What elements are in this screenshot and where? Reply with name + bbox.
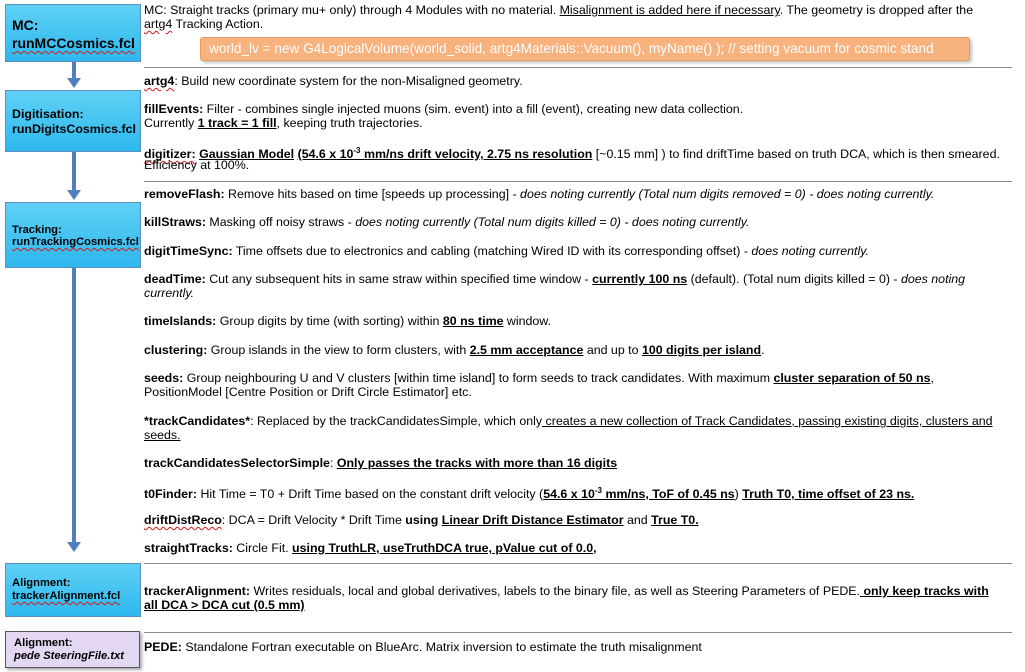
flow-arrowhead-tracking bbox=[67, 190, 81, 200]
killstraws-step: killStraws: Masking off noisy straws - d… bbox=[144, 215, 750, 229]
pede-step: PEDE: Standalone Fortran executable on B… bbox=[144, 640, 702, 654]
flow-arrowhead-digits bbox=[67, 78, 81, 88]
flow-arrowhead-alignment bbox=[67, 542, 81, 552]
stage-box-tracking: Tracking: runTrackingCosmics.fcl bbox=[5, 202, 141, 268]
stage-digitisation-label: Digitisation: bbox=[12, 107, 84, 121]
separator-tracking bbox=[144, 563, 1012, 564]
stage-digitisation-file: runDigitsCosmics.fcl bbox=[12, 122, 136, 136]
flow-arrow-digits-tracking bbox=[72, 152, 76, 192]
separator-alignment bbox=[144, 632, 1012, 633]
digittimesync-step: digitTimeSync: Time offsets due to elect… bbox=[144, 244, 869, 258]
digitizer-step-line2: Efficiency at 100%. bbox=[144, 158, 250, 172]
fillevents-step-line2: Currently 1 track = 1 fill, keeping trut… bbox=[144, 116, 423, 130]
stage-mc-file: runMCCosmics.fcl bbox=[12, 35, 135, 51]
deadtime-step: deadTime: Cut any subsequent hits in sam… bbox=[144, 272, 966, 286]
seeds-step: seeds: Group neighbouring U and V cluste… bbox=[144, 371, 934, 385]
trackeralignment-step-line2: all DCA > DCA cut (0.5 mm) bbox=[144, 598, 305, 612]
timeislands-step: timeIslands: Group digits by time (with … bbox=[144, 314, 552, 328]
stage-pede-file: pede SteeringFile.txt bbox=[14, 650, 125, 662]
stage-box-mc: MC: runMCCosmics.fcl bbox=[5, 4, 141, 62]
stage-tracking-file: runTrackingCosmics.fcl bbox=[12, 236, 139, 248]
stage-mc-label: MC: bbox=[12, 17, 39, 33]
mc-description: MC: Straight tracks (primary mu+ only) t… bbox=[144, 3, 974, 17]
straighttracks-step: straightTracks: Circle Fit. using TruthL… bbox=[144, 541, 597, 555]
driftdistreco-step: driftDistReco: DCA = Drift Velocity * Dr… bbox=[144, 513, 699, 527]
trackcandidates-step: *trackCandidates*: Replaced by the track… bbox=[144, 414, 993, 428]
trackeralignment-step: trackerAlignment: Writes residuals, loca… bbox=[144, 584, 989, 598]
stage-pede-label: Alignment: bbox=[14, 637, 73, 649]
misalignment-note: Misalignment is added here if necessary bbox=[559, 3, 780, 17]
artg4-step: artg4: Build new coordinate system for t… bbox=[144, 74, 523, 88]
stage-box-alignment: Alignment: trackerAlignment.fcl bbox=[5, 563, 141, 617]
stage-tracking-label: Tracking: bbox=[12, 224, 62, 236]
seeds-step-line2: PositionModel [Centre Position or Drift … bbox=[144, 385, 472, 399]
stage-alignment-label: Alignment: bbox=[12, 577, 71, 589]
deadtime-step-line2: currently. bbox=[144, 286, 195, 300]
separator-mc bbox=[144, 67, 1012, 68]
separator-digits bbox=[144, 181, 1012, 182]
clustering-step: clustering: Group islands in the view to… bbox=[144, 343, 765, 357]
flow-arrow-mc-digits bbox=[72, 62, 76, 80]
digitizer-step: digitizer: Gaussian Model (54.6 x 10-3 m… bbox=[144, 146, 1000, 162]
fillevents-step: fillEvents: Filter - combines single inj… bbox=[144, 102, 744, 116]
stage-box-pede: Alignment: pede SteeringFile.txt bbox=[5, 631, 140, 668]
removeflash-step: removeFlash: Remove hits based on time [… bbox=[144, 187, 935, 201]
flow-arrow-tracking-alignment bbox=[72, 268, 76, 544]
code-snippet-vacuum: world_lv = new G4LogicalVolume(world_sol… bbox=[200, 37, 970, 61]
t0finder-step: t0Finder: Hit Time = T0 + Drift Time bas… bbox=[144, 486, 915, 502]
trackcandidatesselector-step: trackCandidatesSelectorSimple: Only pass… bbox=[144, 456, 618, 470]
stage-alignment-file: trackerAlignment.fcl bbox=[12, 590, 121, 602]
stage-box-digitisation: Digitisation: runDigitsCosmics.fcl bbox=[5, 90, 141, 152]
trackcandidates-step-line2: seeds. bbox=[144, 428, 181, 442]
mc-description-line2: artg4 Tracking Action. bbox=[144, 17, 264, 31]
